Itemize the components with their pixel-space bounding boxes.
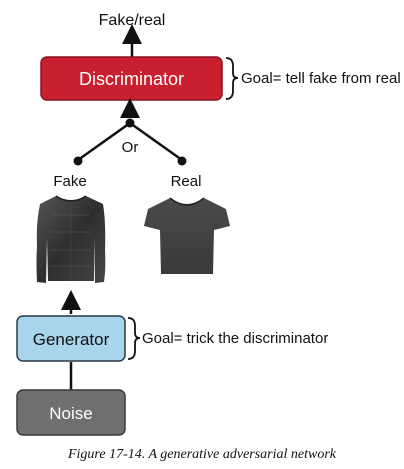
tshirt-icon	[144, 197, 230, 274]
branch-real	[129, 121, 183, 162]
or-label: Or	[122, 139, 139, 156]
discriminator-goal-brace	[225, 57, 239, 100]
discriminator-label: Discriminator	[79, 69, 184, 89]
noise-box	[16, 389, 126, 436]
discriminator-goal: Goal= tell fake from real	[241, 70, 401, 87]
output-label: Fake/real	[99, 12, 166, 29]
discriminator-node: Discriminator	[40, 56, 223, 101]
noise-label: Noise	[49, 404, 92, 423]
real-dot	[177, 156, 187, 166]
noise-node: Noise	[16, 389, 126, 436]
generator-goal: Goal= trick the discriminator	[142, 330, 328, 347]
fake-dot	[73, 156, 83, 166]
branch-fake	[77, 121, 131, 162]
fake-label: Fake	[53, 173, 86, 190]
real-label: Real	[171, 173, 202, 190]
generator-goal-brace	[127, 317, 141, 360]
figure-caption: Figure 17-14. A generative adversarial n…	[67, 447, 337, 462]
generator-box	[16, 315, 126, 362]
generator-label: Generator	[33, 330, 110, 349]
sweater-icon	[36, 195, 106, 283]
generator-node: Generator	[16, 315, 126, 362]
